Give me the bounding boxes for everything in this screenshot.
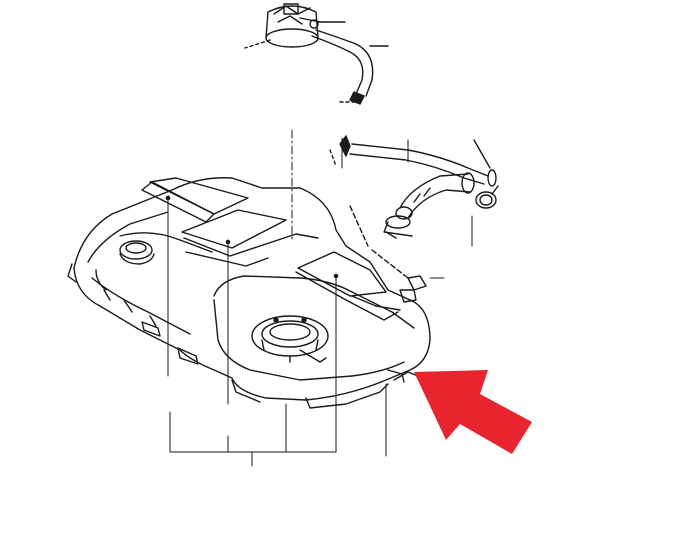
vent-hose bbox=[329, 135, 497, 187]
sender-opening bbox=[119, 240, 155, 265]
pump-opening bbox=[251, 315, 329, 363]
hose-fitting bbox=[349, 205, 427, 303]
insulator-pads bbox=[141, 177, 401, 321]
leader-lines bbox=[167, 129, 473, 467]
evap-hose bbox=[311, 29, 389, 105]
fuel-tank bbox=[67, 177, 431, 409]
pointer-arrow-icon bbox=[414, 370, 532, 454]
hose-clamp bbox=[383, 185, 499, 239]
fuel-pump-unit bbox=[244, 3, 346, 49]
filler-neck-hose bbox=[395, 172, 475, 220]
